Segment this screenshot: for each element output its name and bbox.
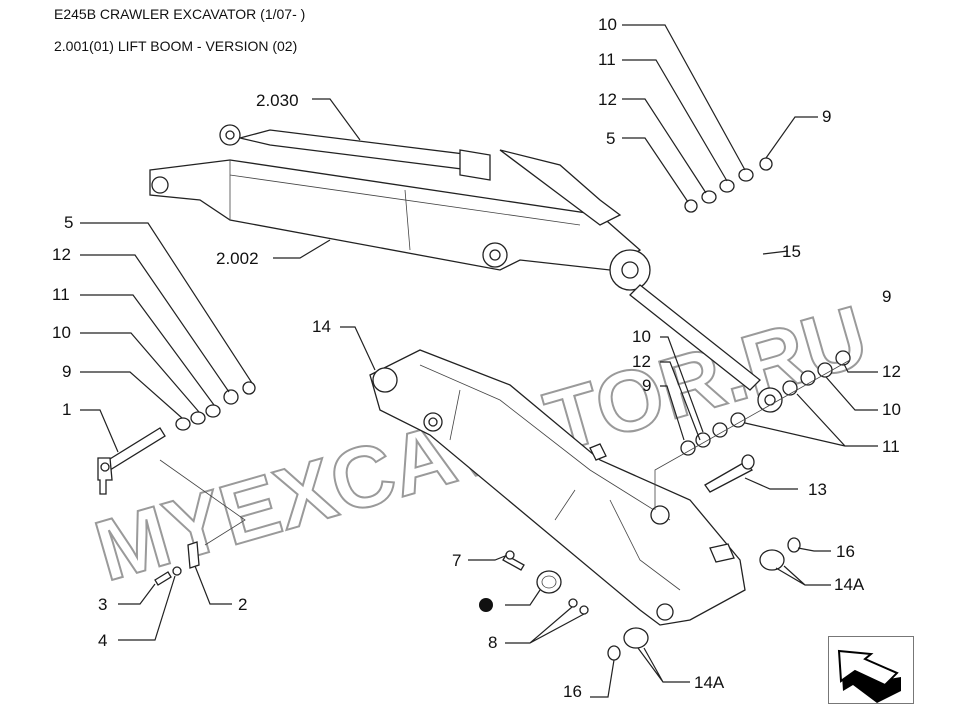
washer-4[interactable] xyxy=(172,566,182,576)
callout-12-top: 12 xyxy=(598,90,617,109)
callout-2030: 2.030 xyxy=(256,91,299,110)
washers-top-right[interactable] xyxy=(684,157,773,213)
callout-12-left: 12 xyxy=(52,245,71,264)
callout-14: 14 xyxy=(312,317,331,336)
boom-assembly-2002[interactable] xyxy=(149,149,642,271)
callout-2002: 2.002 xyxy=(216,249,259,268)
callout-5-top: 5 xyxy=(606,129,615,148)
callout-16-bottom: 16 xyxy=(563,682,582,701)
leader-lines xyxy=(80,24,878,698)
bushing-14a-bottom[interactable] xyxy=(623,627,649,649)
callout-9-top: 9 xyxy=(822,107,831,126)
callout-14a-right: 14A xyxy=(834,575,865,594)
callout-11-right: 11 xyxy=(882,437,900,456)
callout-13: 13 xyxy=(808,480,827,499)
callout-1: 1 xyxy=(62,400,71,419)
callout-10-mid: 10 xyxy=(632,327,651,346)
callout-3: 3 xyxy=(98,595,107,614)
arm-cylinder-15[interactable] xyxy=(609,249,783,413)
callout-12-mid: 12 xyxy=(632,352,651,371)
callout-5-left: 5 xyxy=(64,213,73,232)
callout-12-right: 12 xyxy=(882,362,901,381)
washers-left[interactable] xyxy=(175,381,256,431)
callout-2: 2 xyxy=(238,595,247,614)
callout-10-top: 10 xyxy=(598,15,617,34)
cylinder-2030[interactable] xyxy=(219,124,491,181)
model-title: E245B CRAWLER EXCAVATOR (1/07- ) xyxy=(54,6,306,22)
bushing-14a-right[interactable] xyxy=(759,549,785,571)
callout-7: 7 xyxy=(452,551,461,570)
callout-10-left: 10 xyxy=(52,323,71,342)
callout-11-top: 11 xyxy=(598,50,616,69)
bolt-3[interactable] xyxy=(154,571,172,586)
bushing[interactable] xyxy=(536,570,562,594)
callout-4: 4 xyxy=(98,631,107,650)
callout-16-right: 16 xyxy=(836,542,855,561)
section-title: 2.001(01) LIFT BOOM - VERSION (02) xyxy=(54,38,298,54)
grease-fittings-8[interactable] xyxy=(568,598,589,615)
callout-10-right: 10 xyxy=(882,400,901,419)
plate-2[interactable] xyxy=(187,541,200,569)
bolt-7[interactable] xyxy=(502,550,525,571)
callout-9-mid: 9 xyxy=(642,376,651,395)
washers-middle[interactable] xyxy=(680,412,746,456)
back-navigation-button[interactable] xyxy=(828,636,914,704)
back-arrow-icon xyxy=(837,649,901,703)
callout-15: 15 xyxy=(782,242,801,261)
ring-16-right[interactable] xyxy=(787,537,801,553)
pin-1[interactable] xyxy=(97,427,166,495)
callout-9-left: 9 xyxy=(62,362,71,381)
callout-14a-bottom: 14A xyxy=(694,673,725,692)
ring-16-bottom[interactable] xyxy=(607,645,621,661)
callout-11-left: 11 xyxy=(52,285,70,304)
callout-9-right: 9 xyxy=(882,287,891,306)
pin-13[interactable] xyxy=(704,454,755,493)
bullet-marker xyxy=(479,598,493,612)
boom-14[interactable] xyxy=(369,349,746,626)
callout-8: 8 xyxy=(488,633,497,652)
